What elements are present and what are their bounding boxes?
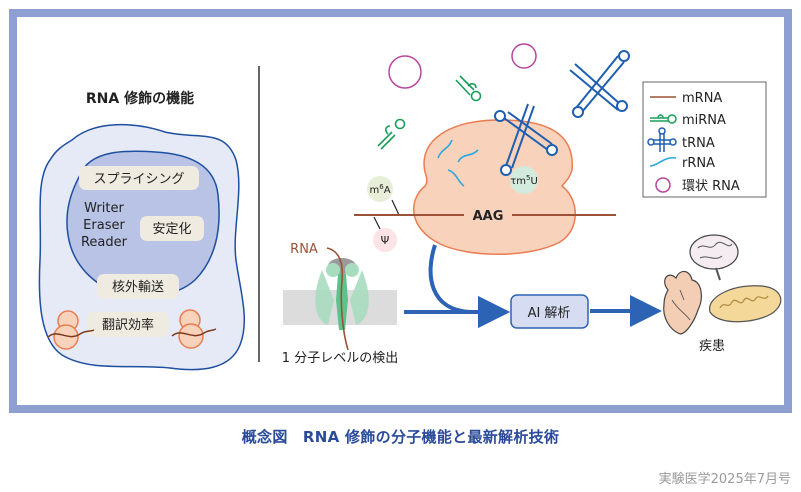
m6a-badge: [367, 176, 393, 202]
svg-text:miRNA: miRNA: [682, 113, 726, 128]
brain-icon: [689, 234, 739, 281]
disease-label: 疾患: [699, 339, 725, 354]
m6a-label: m6A: [369, 183, 390, 196]
trna-bound-icon: [494, 103, 558, 176]
mirna-hairpin-icon: [650, 114, 677, 124]
mirna-icon: [455, 75, 482, 102]
circrna-icon: [388, 55, 422, 89]
svg-text:Writer: Writer: [84, 201, 124, 216]
source-citation: 実験医学2025年7月号: [658, 472, 791, 487]
function-nuclear-export: 核外輸送: [97, 274, 179, 299]
tm5u-label: τm5U: [510, 174, 538, 187]
rrna-wave-icon: [649, 156, 677, 167]
legend-item-mirna: miRNA: [650, 113, 726, 128]
svg-text:スプライシング: スプライシング: [93, 172, 184, 187]
enzyme-list: Writer Eraser Reader: [81, 201, 128, 250]
rrna-icon: [437, 139, 453, 159]
psi-connector: [373, 216, 381, 230]
svg-text:安定化: 安定化: [152, 222, 191, 237]
figure-caption: 概念図 RNA 修飾の分子機能と最新解析技術: [241, 428, 560, 446]
legend-item-rrna: rRNA: [649, 156, 715, 171]
rna-strand-nanopore: [326, 247, 349, 351]
svg-text:環状 RNA: 環状 RNA: [682, 179, 740, 194]
left-panel-title: RNA 修飾の機能: [86, 90, 194, 107]
function-translation-efficiency: 翻訳効率: [87, 312, 169, 337]
ribosome-large: [412, 119, 576, 255]
svg-text:Eraser: Eraser: [83, 218, 125, 233]
circrna-circle-icon: [655, 177, 671, 193]
codon-label: AAG: [473, 209, 504, 224]
mitochondria-icon: [709, 285, 782, 323]
rrna-icon: [447, 169, 465, 187]
tm5u-badge: [510, 166, 538, 194]
ribosome-icon-right: [171, 309, 217, 349]
svg-text:AI 解析: AI 解析: [528, 306, 571, 321]
svg-text:Reader: Reader: [81, 235, 128, 250]
function-splicing: スプライシング: [79, 166, 199, 190]
function-stabilization: 安定化: [140, 216, 204, 241]
heart-icon: [663, 270, 702, 335]
ai-analysis-box: AI 解析: [510, 294, 589, 329]
psi-label: Ψ: [381, 234, 390, 247]
rna-label: RNA: [290, 242, 318, 257]
rrna-icon: [457, 149, 479, 163]
mirna-icon: [377, 118, 406, 150]
legend-item-mrna: mRNA: [650, 91, 722, 106]
flow-arrow-curved: [428, 244, 510, 328]
trna-cloverleaf-icon: [647, 127, 677, 152]
trna-icon: [569, 50, 630, 118]
detection-label: 1 分子レベルの検出: [282, 351, 398, 366]
legend-item-circrna: 環状 RNA: [655, 177, 740, 194]
svg-text:mRNA: mRNA: [682, 91, 722, 106]
svg-text:tRNA: tRNA: [682, 136, 715, 151]
svg-text:rRNA: rRNA: [682, 156, 715, 171]
circrna-icon: [511, 43, 537, 69]
ribosome-icon-left: [47, 310, 95, 350]
psi-badge: [373, 228, 397, 252]
svg-text:核外輸送: 核外輸送: [112, 280, 164, 295]
legend-item-trna: tRNA: [647, 127, 715, 152]
m6a-connector: [391, 199, 400, 216]
svg-text:翻訳効率: 翻訳効率: [102, 317, 154, 333]
legend: mRNA miRNA tRNA rRNA 環状 RNA: [642, 81, 767, 198]
